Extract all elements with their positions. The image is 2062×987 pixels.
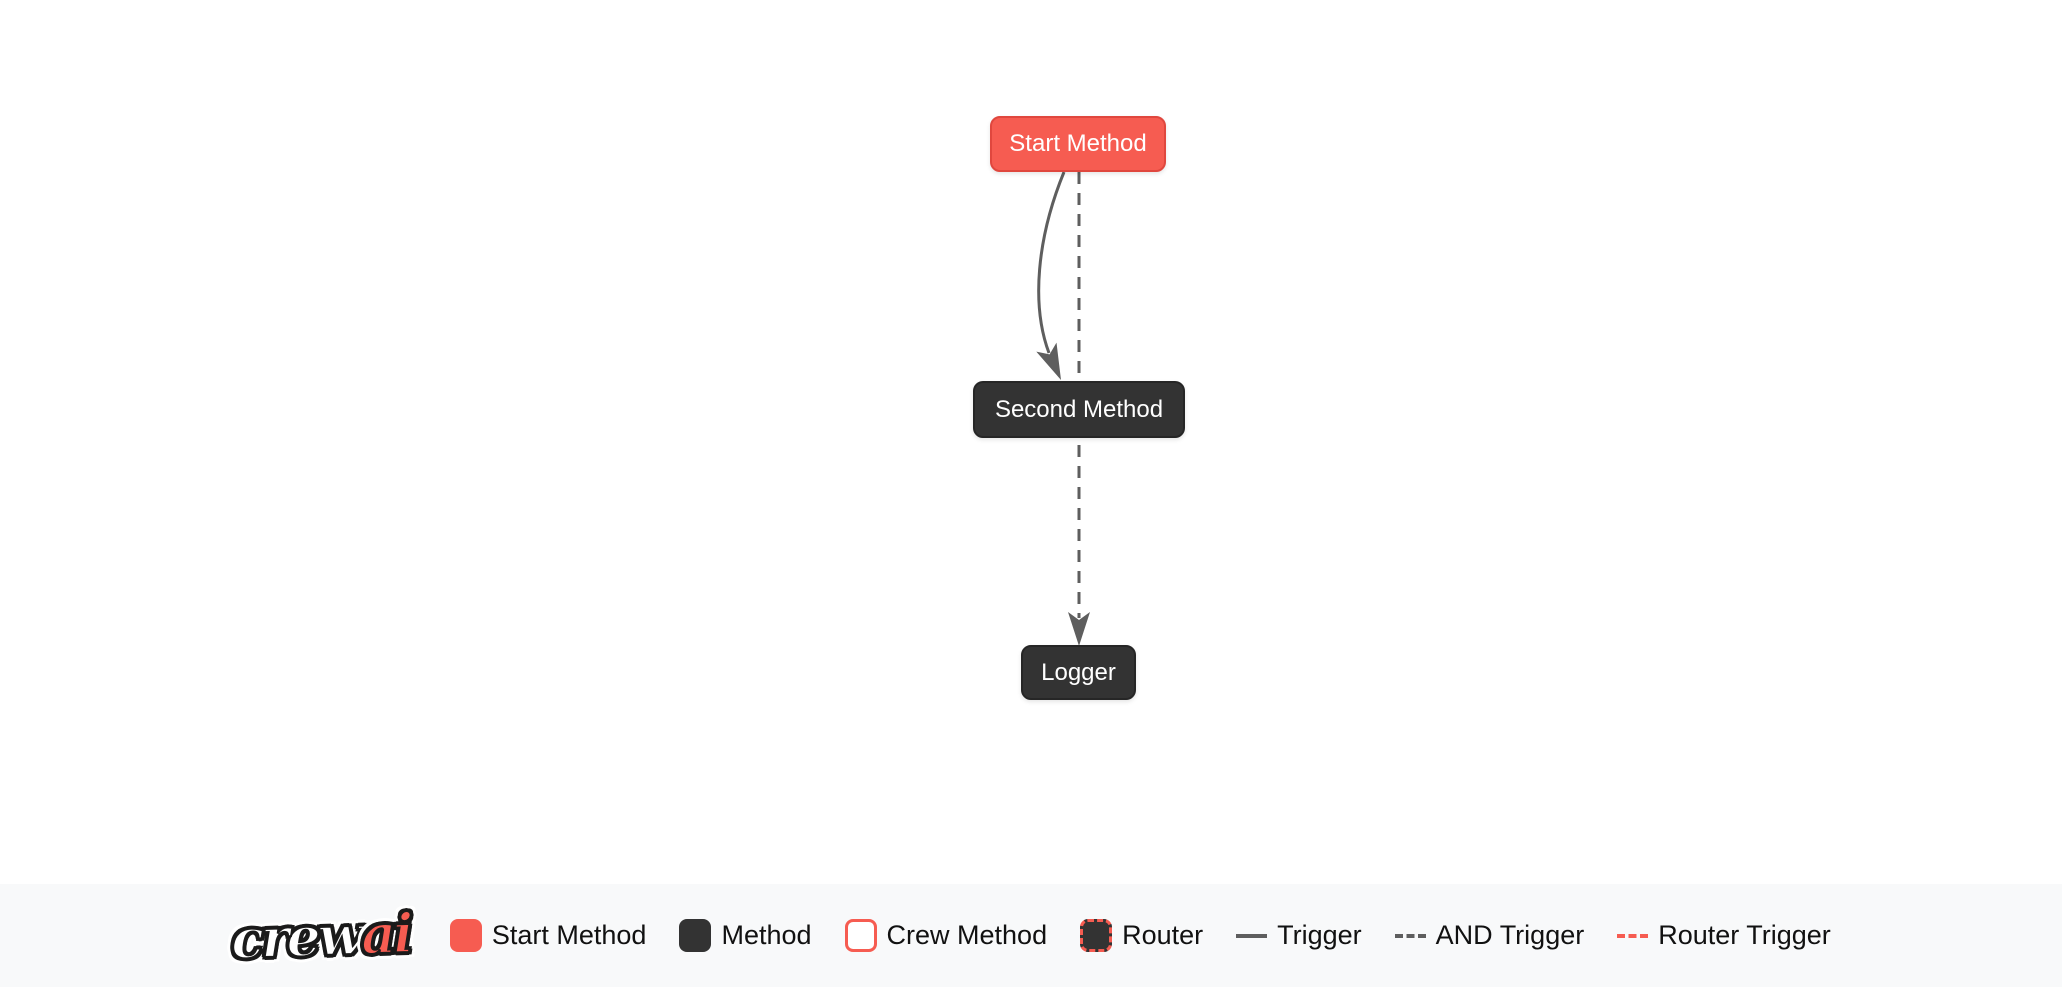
crew-method-swatch-icon [844, 919, 877, 952]
start-method-swatch-icon [449, 919, 482, 952]
legend-label-crew-method: Crew Method [886, 920, 1048, 950]
flow-canvas[interactable]: Start Method Second Method Logger [0, 0, 2062, 884]
node-second-method-label: Second Method [994, 395, 1164, 423]
legend-item-router: Router [1080, 919, 1203, 952]
legend-label-router: Router [1122, 920, 1204, 950]
legend-label-method: Method [721, 920, 812, 950]
node-start-method[interactable]: Start Method [990, 116, 1166, 172]
method-swatch-icon [679, 919, 712, 952]
trigger-edge [1037, 171, 1066, 354]
node-start-method-label: Start Method [1009, 130, 1147, 157]
legend-bar: crewai Start Method Method Crew Method R… [0, 884, 2062, 987]
node-second-method[interactable]: Second Method [973, 381, 1185, 438]
crewai-logo: crewai [229, 899, 413, 971]
and-trigger-arrowhead-icon [1068, 612, 1090, 646]
edges-layer [1036, 171, 1090, 646]
legend-item-start-method: Start Method [449, 919, 647, 952]
trigger-arrowhead-icon [1036, 342, 1061, 380]
router-trigger-line-icon [1617, 933, 1649, 938]
crewai-logo-crew: crew [229, 901, 363, 972]
legend-label-trigger: Trigger [1277, 920, 1362, 950]
crewai-logo-ai: ai [359, 899, 413, 967]
legend-label-and-trigger: AND Trigger [1435, 920, 1585, 950]
router-swatch-icon [1080, 919, 1113, 952]
node-logger[interactable]: Logger [1021, 645, 1136, 700]
trigger-line-icon [1236, 933, 1268, 938]
node-logger-label: Logger [1041, 658, 1116, 686]
legend-item-router-trigger: Router Trigger [1617, 920, 1831, 951]
legend-item-trigger: Trigger [1236, 920, 1362, 951]
legend-item-and-trigger: AND Trigger [1394, 920, 1585, 951]
legend-label-router-trigger: Router Trigger [1658, 920, 1831, 950]
legend-label-start-method: Start Method [491, 920, 647, 950]
legend-item-method: Method [679, 919, 812, 952]
and-trigger-line-icon [1394, 933, 1426, 938]
legend-item-crew-method: Crew Method [844, 919, 1048, 952]
